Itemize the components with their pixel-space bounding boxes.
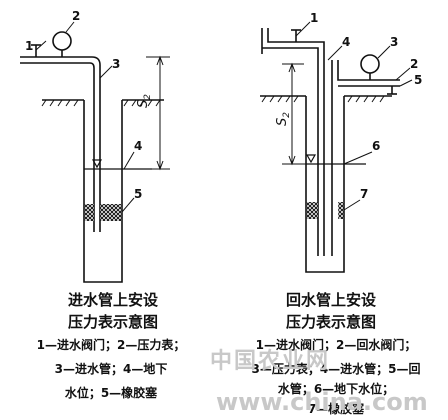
- right-well-casing: [305, 96, 345, 273]
- right-depth-symbol: S: [275, 118, 290, 126]
- left-title-line1: 进水管上安设: [67, 291, 158, 309]
- right-legend-line3: 水管；6—地下水位；: [277, 382, 395, 396]
- left-legend-line1: 1—进水阀门；2—压力表；: [36, 338, 186, 352]
- right-leader-lines: [295, 21, 413, 211]
- left-depth-dimension: [140, 55, 170, 171]
- right-depth-subscript: 2: [282, 112, 292, 118]
- right-rubber-plug: [306, 202, 344, 219]
- right-callout-4: 4: [342, 35, 350, 49]
- left-pressure-gauge: [52, 31, 72, 57]
- left-legend-line3: 水位；5—橡胶塞: [64, 386, 158, 400]
- right-legend-line4: 7—橡胶塞: [307, 402, 365, 416]
- left-callout-3: 3: [112, 57, 120, 71]
- left-leader-lines: [35, 21, 135, 213]
- left-inlet-valve: [31, 44, 41, 57]
- left-callout-5: 5: [134, 187, 142, 201]
- right-callout-2: 2: [410, 57, 418, 71]
- left-depth-label: S2: [136, 94, 153, 108]
- right-groundwater-level: [305, 154, 366, 165]
- right-legend-line2: 3—压力表；4—进水管；5—回: [251, 362, 421, 376]
- left-callout-labels: 1 2 3 4 5: [25, 9, 142, 201]
- right-title-line1: 回水管上安设: [285, 291, 376, 309]
- right-depth-label: S2: [275, 112, 292, 126]
- left-callout-2: 2: [72, 9, 80, 23]
- right-diagram: [260, 21, 413, 273]
- left-rubber-plug: [84, 204, 122, 221]
- left-title-line2: 压力表示意图: [67, 313, 158, 331]
- svg-text:S2: S2: [275, 112, 292, 126]
- right-title-line2: 压力表示意图: [285, 313, 376, 331]
- right-callout-1: 1: [310, 11, 318, 25]
- left-callout-1: 1: [25, 39, 33, 53]
- left-ground-surface: [41, 99, 164, 107]
- right-depth-dimension: [282, 62, 306, 166]
- right-return-valve: [387, 86, 397, 95]
- right-callout-6: 6: [372, 139, 380, 153]
- left-inlet-pipe: [20, 56, 101, 232]
- right-callout-5: 5: [414, 73, 422, 87]
- left-well-casing: [83, 100, 123, 283]
- right-callout-7: 7: [360, 187, 368, 201]
- right-callout-labels: 1 2 3 4 5 6 7: [310, 11, 422, 201]
- right-inlet-pipe: [261, 28, 325, 256]
- left-legend-line2: 3—进水管；4—地下: [54, 362, 168, 376]
- right-pressure-gauge: [360, 54, 380, 80]
- right-callout-3: 3: [390, 35, 398, 49]
- left-depth-symbol: S: [136, 100, 151, 108]
- left-depth-subscript: 2: [143, 94, 153, 100]
- right-ground-surface: [260, 95, 392, 103]
- svg-text:S2: S2: [136, 94, 153, 108]
- right-legend-line1: 1—进水阀门；2—回水阀门；: [255, 338, 417, 352]
- right-return-pipe: [331, 60, 400, 256]
- left-diagram: [20, 21, 170, 283]
- left-callout-4: 4: [134, 139, 142, 153]
